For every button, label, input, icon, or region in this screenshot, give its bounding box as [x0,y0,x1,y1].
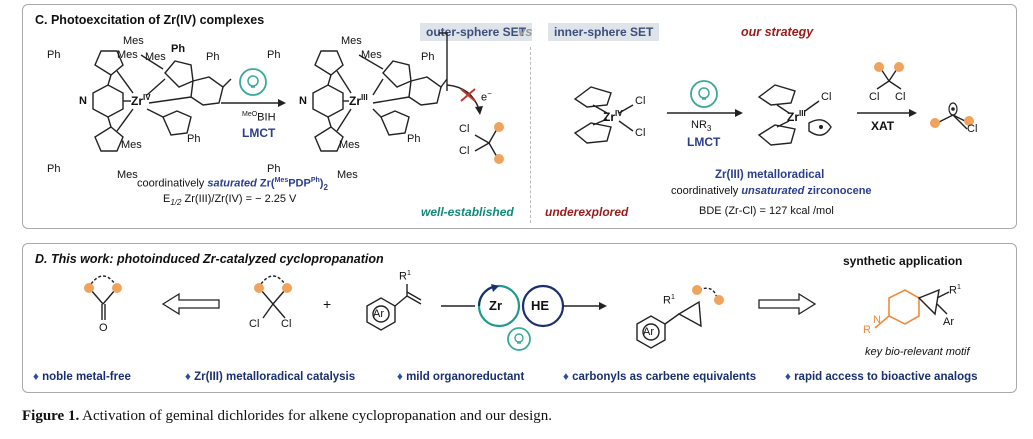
cl-label-6: Cl [869,91,880,103]
zr-iii-label: ZrIII [349,93,368,108]
zr-iii-metalloradical-structure [757,84,832,146]
ar-label-3: Ar [943,316,954,328]
retrosynthesis-arrow-1 [161,292,220,316]
zirconocene-dichloride-structure [573,86,634,144]
nr3-reagent: NR3 [691,119,712,134]
mes-label-2: Mes [117,49,138,61]
o-label: O [99,322,108,334]
zr-iv-cp-label: ZrIV [603,109,623,124]
ph-label-1: Ph [47,49,61,61]
inner-sphere-tag: inner-sphere SET [548,23,660,41]
our-strategy-label: our strategy [741,25,814,39]
vs-label: vs [518,24,533,39]
mes-label-6: Mes [361,49,382,61]
xat-arrow [857,62,974,130]
mes-label-3: Mes [121,139,142,151]
ph-label-9: Ph [407,133,421,145]
outer-sphere-tag: outer-sphere SET [420,23,533,41]
unsaturated-caption: coordinatively unsaturated zirconocene [671,185,872,197]
n-label-1: N [79,95,87,107]
carbonyl-structure [84,275,122,320]
cl-label-3: Cl [635,95,646,107]
lmct-label-1: LMCT [242,126,276,140]
saturated-caption: coordinatively saturated Zr(MesPDPPh)2 [137,177,328,192]
mes-label-7: Mes [339,139,360,151]
cl-label-9: Cl [249,318,260,330]
zr-iv-label: ZrIV [131,93,151,108]
arrow-lmct-2 [667,109,743,117]
lightbulb-icon-1 [239,68,267,96]
bullet-metalloradical-catalysis: ♦ Zr(III) metalloradical catalysis [185,371,356,383]
ph-label-3: Ph [206,51,220,63]
bullet-rapid-access: ♦ rapid access to bioactive analogs [785,371,978,383]
bullet-mild-organoreductant: ♦ mild organoreductant [397,371,525,383]
panel-c-title: C. Photoexcitation of Zr(IV) complexes [35,13,265,27]
styrene-structure [366,284,422,331]
well-established-label: well-established [421,205,514,219]
zr-iv-pdp-structure [92,50,232,152]
panel-c: C. Photoexcitation of Zr(IV) complexes o… [22,4,1017,229]
zr-iii-pdp-structure [312,32,448,152]
panel-d-title: D. This work: photoinduced Zr-catalyzed … [35,252,384,266]
plus-sign: + [323,296,332,312]
r1-label-2: R1 [663,294,675,307]
key-motif-label: key bio-relevant motif [865,346,970,358]
ph-label-7: Ph [421,51,435,63]
zr-iii-cp-label: ZrIII [787,109,806,124]
ar-label-1: Ar [373,308,384,320]
r1-label-3: R1 [949,284,961,297]
cl-label-10: Cl [281,318,292,330]
panel-d: D. This work: photoinduced Zr-catalyzed … [22,243,1017,393]
bde-label: BDE (Zr-Cl) = 127 kcal /mol [699,205,834,217]
zr-catalyst-label: Zr [489,298,502,313]
electron-label: e− [481,89,492,104]
ph-label-2: Ph [171,43,186,55]
meo-bih-reagent: MeOBIH [242,111,276,124]
cl-label-5: Cl [821,91,832,103]
spiro-piperidine-structure [874,288,950,329]
mes-label-8: Mes [337,169,358,181]
mes-label-1: Mes [123,35,144,47]
xat-label: XAT [871,119,895,133]
cyclopropane-product-structure [636,285,724,349]
he-label: HE [531,298,550,313]
lightbulb-icon-2 [690,80,718,108]
cl-label-1: Cl [459,123,470,135]
figure-caption: Figure 1. Activation of geminal dichlori… [22,408,552,424]
cl-label-4: Cl [635,127,646,139]
bullet-carbonyls-carbene: ♦ carbonyls as carbene equivalents [563,371,757,383]
application-arrow [758,292,817,316]
arrow-lmct-1 [221,99,286,107]
lightbulb-icon-3 [507,327,531,351]
synthetic-application-label: synthetic application [843,254,963,268]
n-label-2: N [299,95,307,107]
lmct-label-2: LMCT [687,135,721,149]
n-label-3: N [873,314,881,326]
cl-label-2: Cl [459,145,470,157]
ph-label-8: Ph [267,163,281,175]
cl-label-8: Cl [967,123,978,135]
ph-label-6: Ph [267,49,281,61]
potential-caption: E1/2 Zr(III)/Zr(IV) = − 2.25 V [163,193,297,208]
catalytic-cycle [441,284,607,328]
bullet-noble-metal-free: ♦ noble metal-free [33,371,131,383]
r-label: R [863,324,871,336]
mes-label-4: Mes [117,169,138,181]
cl-label-7: Cl [895,91,906,103]
blocked-set-arrow [446,84,504,164]
underexplored-label: underexplored [545,205,629,219]
section-divider [530,47,531,223]
mes-label-5: Mes [341,35,362,47]
ar-label-2: Ar [643,326,654,338]
gem-dichloride-structure [254,275,292,319]
r1-label-1: R1 [399,270,411,283]
ph-label-4: Ph [47,163,61,175]
metalloradical-label: Zr(III) metalloradical [715,169,825,181]
ph-label-5: Ph [187,133,201,145]
mes-label-2b: Mes [145,51,166,63]
